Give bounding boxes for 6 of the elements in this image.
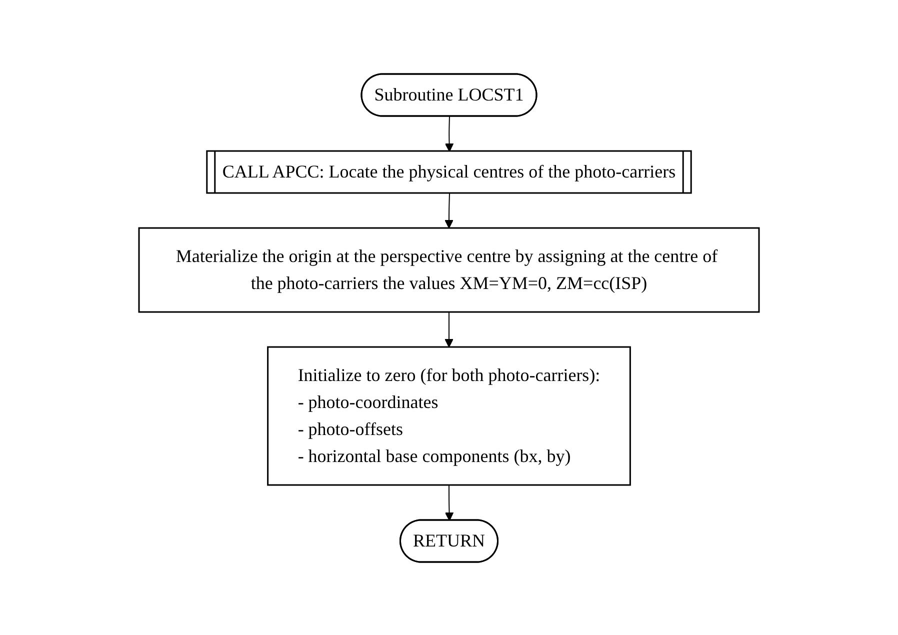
node-box: Materialize the origin at the perspective centre by assigning at the centre of the photo-carriers the values XM=YM=0, ZM=cc(ISP) xyxy=(138,226,760,312)
node-box: Initialize to zero (for both photo-carriers): - photo-coordinates - photo-offsets - horizontal base components (bx, by) xyxy=(267,346,631,486)
arrow xyxy=(444,192,454,228)
arrow xyxy=(444,484,454,520)
arrow xyxy=(444,311,454,347)
arrow xyxy=(444,116,454,152)
